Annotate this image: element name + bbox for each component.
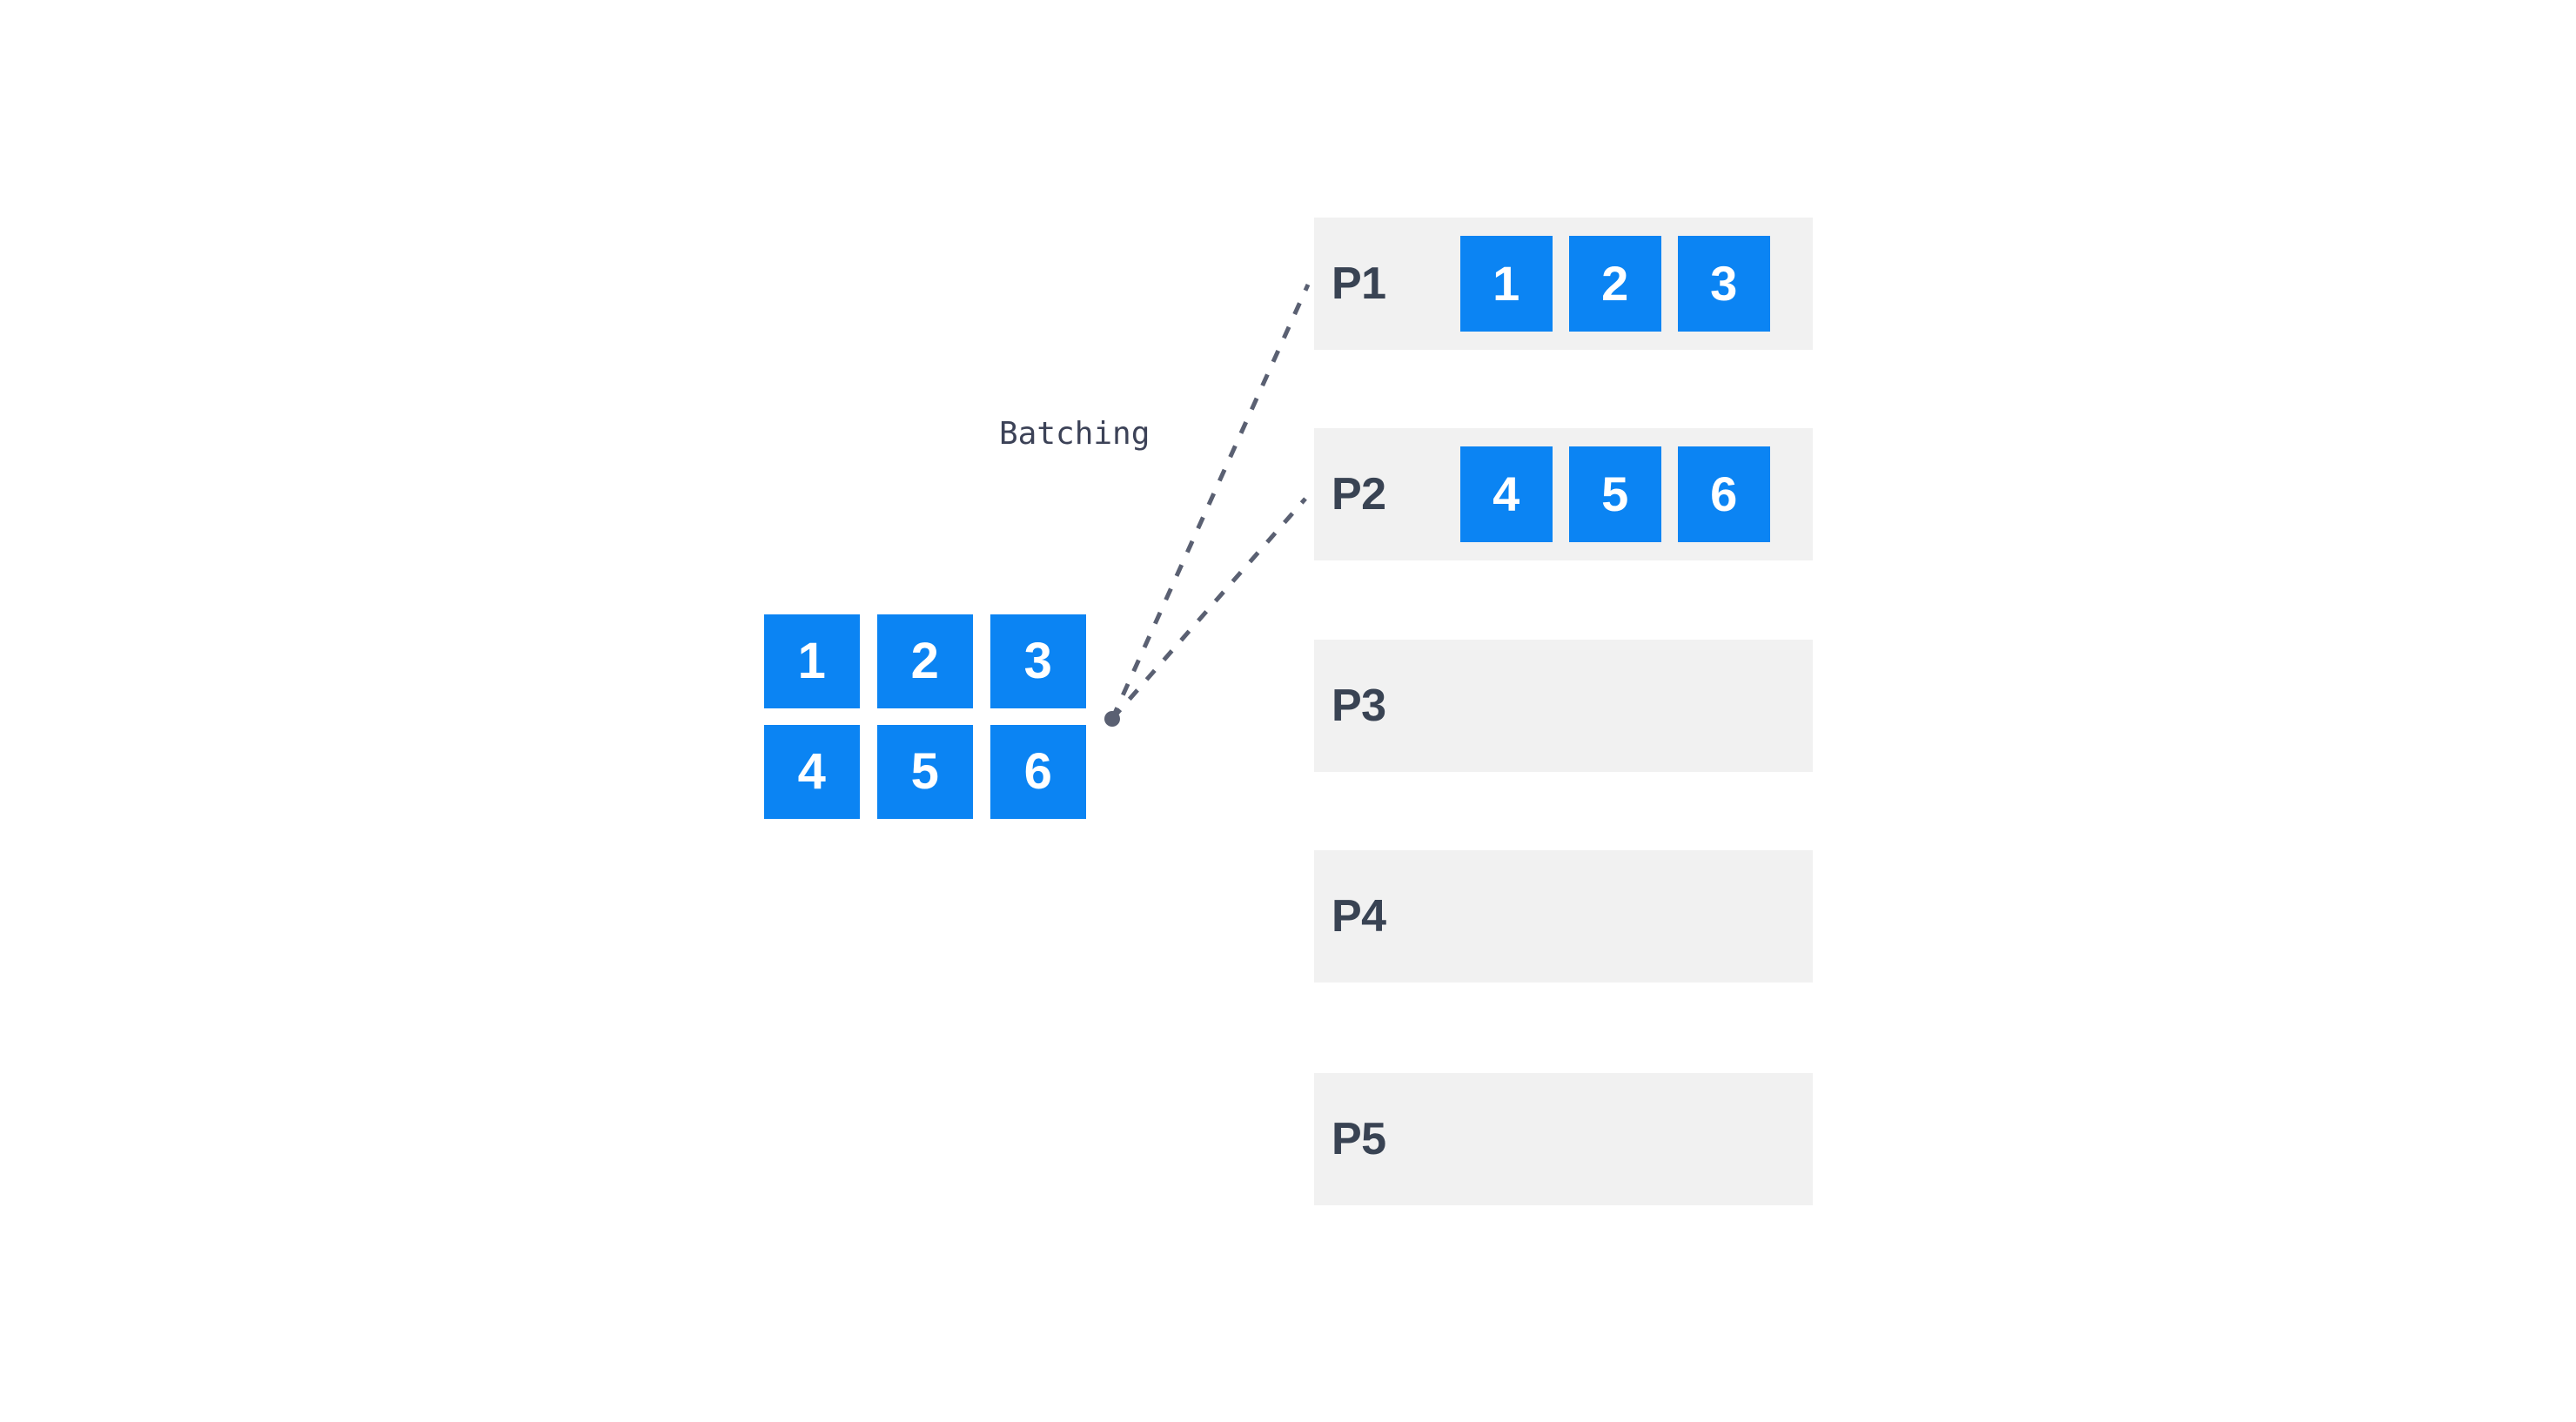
partition-cells: 4 5 6 <box>1460 446 1770 542</box>
partition-cell: 6 <box>1678 446 1770 542</box>
partition-cells: 1 2 3 <box>1460 236 1770 332</box>
partition-label: P5 <box>1332 1114 1386 1164</box>
partition-row-p1[interactable]: P1 1 2 3 <box>1314 218 1813 350</box>
edge-junction-dot <box>1104 711 1120 727</box>
partition-row-p2[interactable]: P2 4 5 6 <box>1314 428 1813 560</box>
source-cell: 1 <box>764 614 860 708</box>
source-cell: 6 <box>990 725 1086 819</box>
edge-label-batching: Batching <box>999 416 1150 452</box>
partition-cell: 1 <box>1460 236 1553 332</box>
partition-row-p5[interactable]: P5 <box>1314 1073 1813 1205</box>
partition-label: P1 <box>1332 258 1386 309</box>
source-cell: 3 <box>990 614 1086 708</box>
partition-label: P4 <box>1332 891 1386 942</box>
partition-cell: 2 <box>1569 236 1661 332</box>
partition-cell: 4 <box>1460 446 1553 542</box>
source-cell: 5 <box>877 725 973 819</box>
partition-row-p4[interactable]: P4 <box>1314 850 1813 983</box>
source-message-grid: 1 2 3 4 5 6 <box>764 614 1086 819</box>
source-cell: 2 <box>877 614 973 708</box>
edge-to-p1 <box>1110 283 1311 721</box>
partition-cell: 5 <box>1569 446 1661 542</box>
partition-cell: 3 <box>1678 236 1770 332</box>
partition-label: P2 <box>1332 469 1386 520</box>
source-cell: 4 <box>764 725 860 819</box>
partition-row-p3[interactable]: P3 <box>1314 640 1813 772</box>
partition-label: P3 <box>1332 681 1386 731</box>
edge-to-p2 <box>1110 497 1307 721</box>
